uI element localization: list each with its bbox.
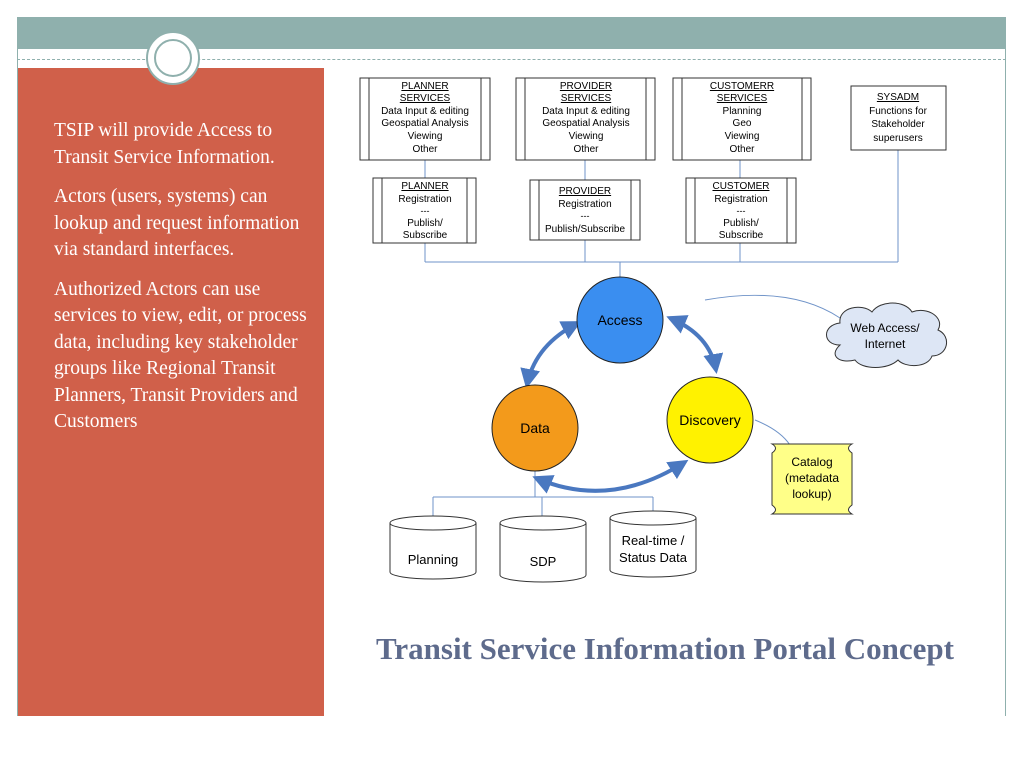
- service-box-provider: PROVIDER SERVICES Data Input & editing G…: [515, 77, 656, 161]
- frame-left-border: [17, 49, 18, 716]
- registration-line: Registration: [714, 194, 767, 205]
- side-panel-text: TSIP will provide Access to Transit Serv…: [54, 118, 312, 449]
- service-line: Data Input & editing: [381, 106, 469, 117]
- service-line: Other: [573, 144, 599, 155]
- dashed-divider: [17, 59, 1006, 60]
- service-heading: CUSTOMERR: [710, 81, 774, 92]
- service-line: Functions for: [869, 106, 927, 117]
- service-line: Other: [412, 144, 438, 155]
- service-line: Other: [729, 144, 755, 155]
- service-heading: SERVICES: [561, 93, 612, 104]
- side-paragraph-1: TSIP will provide Access to Transit Serv…: [54, 120, 275, 168]
- registration-line: Subscribe: [719, 230, 764, 241]
- arrow-access-discovery: [666, 315, 724, 374]
- service-line: Viewing: [725, 131, 760, 142]
- side-panel: [18, 68, 324, 716]
- arrow-data-discovery: [532, 459, 689, 494]
- registration-line: ---: [737, 206, 746, 216]
- catalog-line: lookup): [792, 487, 831, 501]
- service-line: superusers: [873, 133, 922, 144]
- database-sdp: SDP: [499, 515, 587, 583]
- page-title: Transit Service Information Portal Conce…: [376, 631, 954, 666]
- node-access: Access: [576, 276, 664, 364]
- cloud-line: Internet: [865, 337, 906, 351]
- service-heading: PROVIDER: [560, 81, 612, 92]
- registration-line: Registration: [558, 199, 611, 210]
- service-line: Geospatial Analysis: [542, 118, 629, 129]
- service-box-sysadm: SYSADM Functions for Stakeholder superus…: [850, 85, 947, 151]
- cloud-line: Web Access/: [850, 321, 920, 335]
- node-discovery: Discovery: [666, 376, 754, 464]
- service-box-customer: CUSTOMERR SERVICES Planning Geo Viewing …: [672, 77, 812, 161]
- arrow-access-data: [520, 321, 582, 389]
- database-label: Planning: [408, 552, 459, 567]
- registration-heading: PROVIDER: [559, 186, 611, 197]
- node-data: Data: [491, 384, 579, 472]
- registration-box-planner: PLANNER Registration --- Publish/ Subscr…: [372, 177, 477, 244]
- catalog-line: Catalog: [791, 455, 832, 469]
- registration-heading: PLANNER: [401, 181, 448, 192]
- database-realtime: Real-time / Status Data: [609, 510, 697, 578]
- registration-line: Publish/Subscribe: [545, 224, 625, 235]
- cloud-web-access: Web Access/ Internet: [826, 302, 947, 368]
- registration-box-provider: PROVIDER Registration --- Publish/Subscr…: [529, 179, 641, 241]
- side-paragraph-2: Actors (users, systems) can lookup and r…: [54, 186, 300, 260]
- registration-line: ---: [421, 206, 430, 216]
- service-line: Planning: [723, 106, 762, 117]
- registration-line: Registration: [398, 194, 451, 205]
- node-label: Discovery: [679, 412, 740, 428]
- service-line: Geospatial Analysis: [381, 118, 468, 129]
- service-line: Data Input & editing: [542, 106, 630, 117]
- service-line: Geo: [733, 118, 752, 129]
- database-label: SDP: [530, 554, 557, 569]
- service-heading: SERVICES: [400, 93, 451, 104]
- side-paragraph-3: Authorized Actors can use services to vi…: [54, 278, 307, 433]
- service-heading: SYSADM: [877, 92, 919, 103]
- service-heading: PLANNER: [401, 81, 448, 92]
- registration-box-customer: CUSTOMER Registration --- Publish/ Subsc…: [685, 177, 797, 244]
- registration-heading: CUSTOMER: [712, 181, 769, 192]
- service-heading: SERVICES: [717, 93, 768, 104]
- node-label: Data: [520, 420, 550, 436]
- ring-ornament-inner: [154, 39, 192, 77]
- service-line: Viewing: [408, 131, 443, 142]
- database-planning: Planning: [389, 515, 477, 580]
- cycle-arrows: [520, 315, 724, 494]
- catalog-line: (metadata: [785, 471, 839, 485]
- database-label: Real-time /: [622, 533, 685, 548]
- node-label: Access: [597, 312, 642, 328]
- catalog-document: Catalog (metadata lookup): [770, 443, 854, 515]
- service-line: Stakeholder: [871, 119, 925, 130]
- service-line: Viewing: [569, 131, 604, 142]
- registration-line: Publish/: [723, 218, 759, 229]
- service-box-planner: PLANNER SERVICES Data Input & editing Ge…: [359, 77, 491, 161]
- database-label: Status Data: [619, 550, 688, 565]
- registration-line: Subscribe: [403, 230, 448, 241]
- registration-line: Publish/: [407, 218, 443, 229]
- frame-right-border: [1005, 49, 1006, 716]
- registration-line: ---: [581, 211, 590, 221]
